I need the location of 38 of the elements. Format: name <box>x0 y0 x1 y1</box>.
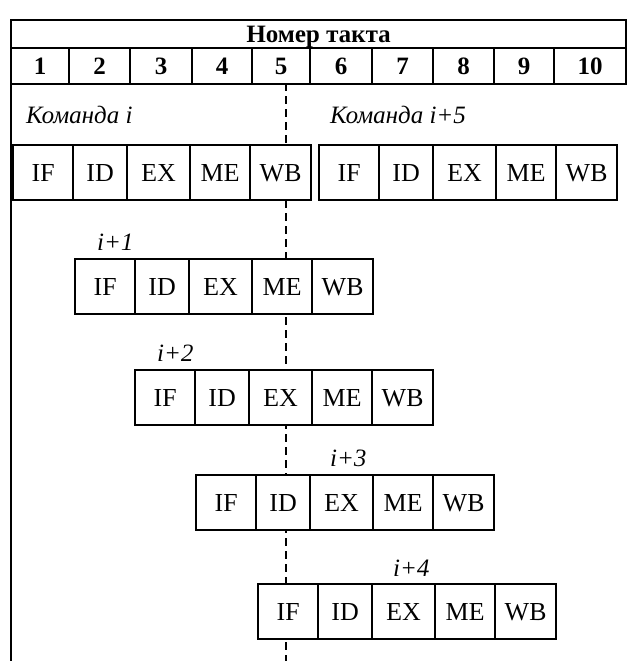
stage-box: ID <box>72 144 128 201</box>
row-label: i+1 <box>97 230 134 255</box>
stage-box: EX <box>309 474 374 531</box>
stage-box: IF <box>74 258 136 315</box>
stage-box: EX <box>248 369 313 426</box>
stage-box: ME <box>189 144 251 201</box>
stage-box: ID <box>255 474 311 531</box>
row-label: Команда i <box>26 103 132 128</box>
row-label: i+2 <box>157 341 194 366</box>
stage-box: ID <box>317 583 373 640</box>
stage-box: EX <box>432 144 497 201</box>
stage-box: ME <box>311 369 373 426</box>
stage-box: WB <box>432 474 495 531</box>
stage-box: EX <box>371 583 436 640</box>
stage-box: WB <box>371 369 434 426</box>
stage-box: IF <box>257 583 319 640</box>
stage-box: IF <box>134 369 196 426</box>
table-title: Номер такта <box>10 19 627 49</box>
stage-box: IF <box>318 144 380 201</box>
stage-box: ME <box>434 583 496 640</box>
stage-box: ME <box>251 258 313 315</box>
stage-box: IF <box>195 474 257 531</box>
stage-box: WB <box>249 144 312 201</box>
stage-box: WB <box>494 583 557 640</box>
stage-box: ID <box>194 369 250 426</box>
stage-box: IF <box>12 144 74 201</box>
stage-box: WB <box>311 258 374 315</box>
row-label: i+4 <box>393 556 430 581</box>
stage-box: ID <box>378 144 434 201</box>
column-header-cell: 10 <box>553 47 627 85</box>
stage-box: EX <box>188 258 253 315</box>
stage-box: ME <box>495 144 557 201</box>
row-label: i+3 <box>330 446 366 471</box>
stage-box: EX <box>126 144 191 201</box>
row-label: Команда i+5 <box>330 103 466 128</box>
stage-box: ME <box>372 474 434 531</box>
stage-box: WB <box>555 144 618 201</box>
stage-box: ID <box>134 258 190 315</box>
